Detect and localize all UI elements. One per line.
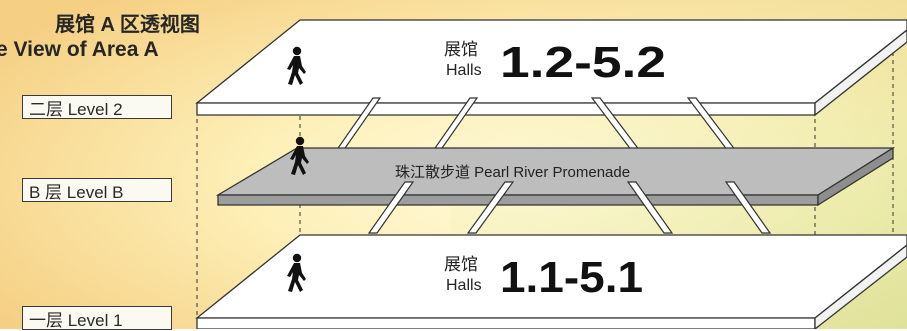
level-b-label: B 层 Level B [22, 178, 172, 202]
upper-floor-slab [195, 19, 907, 117]
lower-halls-cn: 展馆 [444, 255, 478, 274]
upper-halls-cn: 展馆 [444, 40, 478, 59]
title-en: e View of Area A [0, 38, 159, 61]
promenade-label: 珠江散步道 Pearl River Promenade [395, 164, 630, 181]
upper-halls-range: 1.2-5.2 [500, 38, 666, 87]
lower-halls-en: Halls [446, 277, 482, 294]
promenade-slab [215, 146, 896, 207]
title-cn: 展馆 A 区透视图 [55, 14, 200, 36]
level-2-label: 二层 Level 2 [22, 95, 172, 119]
lower-floor-slab [195, 234, 907, 329]
level-1-label: 一层 Level 1 [22, 306, 172, 330]
lower-halls-range: 1.1-5.1 [500, 253, 643, 302]
lower-ramps [367, 181, 772, 234]
upper-halls-en: Halls [446, 62, 482, 79]
